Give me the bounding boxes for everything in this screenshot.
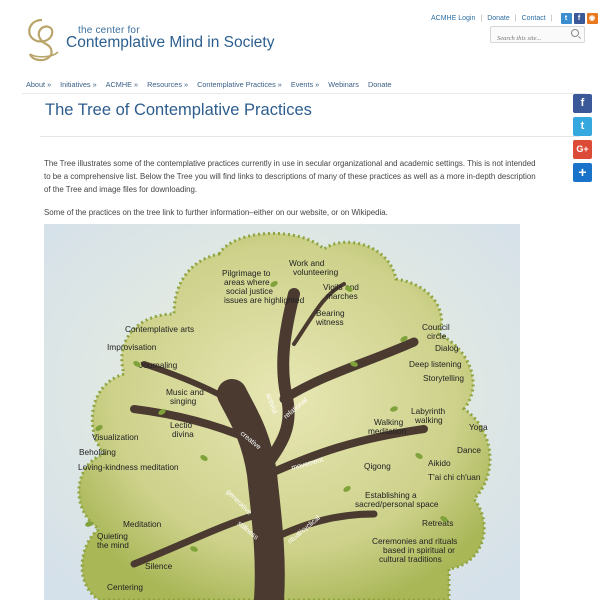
leaf-icon bbox=[415, 453, 423, 459]
search-icon[interactable] bbox=[571, 29, 579, 37]
main-nav: About » Initiatives » ACMHE » Resources … bbox=[26, 80, 400, 89]
rss-icon[interactable]: ◉ bbox=[586, 13, 598, 24]
contact-link[interactable]: Contact bbox=[521, 15, 546, 22]
leaf-icon bbox=[440, 516, 448, 522]
nav-events[interactable]: Events » bbox=[290, 80, 320, 89]
leaf-icon bbox=[343, 486, 351, 492]
social-icons: t f ◉ v bbox=[560, 13, 600, 24]
intro-paragraph: The Tree illustrates some of the contemp… bbox=[44, 159, 536, 194]
practice-contemplative-arts[interactable]: Contemplative arts bbox=[125, 324, 194, 334]
leaf-decorations bbox=[85, 281, 448, 552]
leaf-icon bbox=[95, 425, 103, 431]
practice-dance[interactable]: Dance bbox=[457, 445, 481, 455]
facebook-share-button[interactable]: f bbox=[573, 94, 592, 113]
tree-trunk bbox=[130, 282, 428, 600]
nav-initiatives[interactable]: Initiatives » bbox=[60, 80, 97, 89]
leaf-icon bbox=[85, 521, 93, 527]
practice-storytelling[interactable]: Storytelling bbox=[423, 373, 464, 383]
nav-acmhe[interactable]: ACMHE » bbox=[105, 80, 139, 89]
practice-beholding[interactable]: Beholding bbox=[79, 447, 116, 457]
practice-deep-listening[interactable]: Deep listening bbox=[409, 359, 462, 369]
share-bar: f t G+ + bbox=[573, 94, 593, 182]
leaf-icon bbox=[390, 406, 398, 412]
practice-meditation[interactable]: Meditation bbox=[123, 519, 162, 529]
nav-contemplative-practices[interactable]: Contemplative Practices » bbox=[197, 80, 282, 89]
facebook-icon[interactable]: f bbox=[573, 13, 585, 24]
divider: | bbox=[550, 15, 553, 22]
practice-dialog[interactable]: Dialog bbox=[435, 343, 459, 353]
leaf-icon bbox=[133, 361, 141, 367]
addthis-share-button[interactable]: + bbox=[573, 163, 592, 182]
leaf-icon bbox=[270, 281, 278, 287]
practice-visualization[interactable]: Visualization bbox=[92, 432, 139, 442]
donate-top-link[interactable]: Donate bbox=[487, 15, 510, 22]
leaf-icon bbox=[158, 409, 166, 415]
leaf-icon bbox=[200, 455, 208, 461]
nav-about[interactable]: About » bbox=[26, 80, 52, 89]
practice-tai-chi[interactable]: T'ai chi ch'uan bbox=[428, 472, 481, 482]
tree-of-contemplative-practices-image: activist relational creative movement ge… bbox=[44, 224, 520, 600]
logo-mark-icon[interactable] bbox=[22, 14, 62, 66]
practice-qigong[interactable]: Qigong bbox=[364, 461, 391, 471]
divider: | bbox=[514, 15, 517, 22]
practice-retreats[interactable]: Retreats bbox=[422, 518, 453, 528]
leaf-icon bbox=[190, 546, 198, 552]
page-title: The Tree of Contemplative Practices bbox=[45, 101, 312, 119]
practice-journaling[interactable]: Journaling bbox=[139, 360, 178, 370]
logo-tagline[interactable]: the center for bbox=[78, 25, 140, 36]
practice-silence[interactable]: Silence bbox=[145, 561, 173, 571]
practice-loving-kindness[interactable]: Loving-kindness meditation bbox=[78, 462, 179, 472]
leaf-icon bbox=[350, 361, 358, 367]
divider: | bbox=[480, 15, 483, 22]
leaf-icon bbox=[345, 286, 353, 292]
nav-donate[interactable]: Donate bbox=[367, 80, 392, 89]
twitter-share-button[interactable]: t bbox=[573, 117, 592, 136]
links-paragraph: Some of the practices on the tree link t… bbox=[44, 208, 388, 217]
leaf-icon bbox=[400, 336, 408, 342]
twitter-icon[interactable]: t bbox=[560, 13, 572, 24]
logo-name[interactable]: Contemplative Mind in Society bbox=[66, 34, 275, 51]
search-box bbox=[490, 26, 585, 45]
practice-improvisation[interactable]: Improvisation bbox=[107, 342, 157, 352]
title-divider bbox=[40, 136, 580, 137]
practice-aikido[interactable]: Aikido bbox=[428, 458, 451, 468]
practice-centering[interactable]: Centering bbox=[107, 582, 143, 592]
search-input[interactable] bbox=[491, 32, 571, 45]
top-links: ACMHE Login | Donate | Contact | t f ◉ v bbox=[431, 13, 600, 24]
nav-webinars[interactable]: Webinars bbox=[328, 80, 359, 89]
nav-resources[interactable]: Resources » bbox=[147, 80, 189, 89]
acmhe-login-link[interactable]: ACMHE Login bbox=[431, 15, 476, 22]
google-plus-share-button[interactable]: G+ bbox=[573, 140, 592, 159]
practice-yoga[interactable]: Yoga bbox=[469, 422, 488, 432]
nav-divider bbox=[22, 93, 586, 94]
